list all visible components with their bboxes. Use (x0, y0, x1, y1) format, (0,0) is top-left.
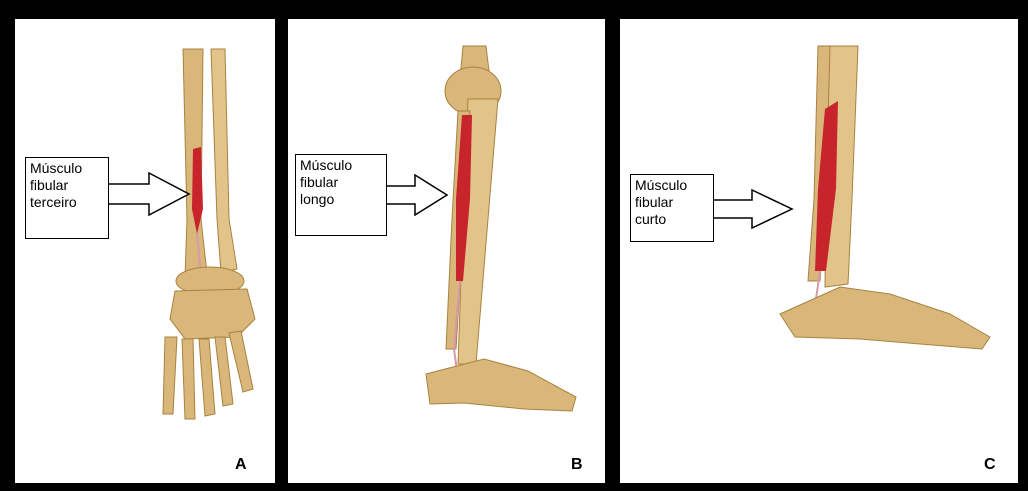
arrow-icon (387, 174, 449, 216)
leg-illustration-lateral (288, 19, 605, 483)
label-line: fibular (30, 177, 104, 194)
leg-illustration-anterior (15, 19, 275, 483)
panel-c: Músculo fibular curto C (620, 19, 1018, 483)
label-line: fibular (635, 194, 709, 211)
label-line: Músculo (635, 177, 709, 194)
label-line: longo (300, 191, 382, 208)
label-box-a: Músculo fibular terceiro (25, 157, 109, 239)
panel-letter: C (984, 456, 996, 474)
arrow-icon (714, 189, 794, 229)
label-line: Músculo (300, 157, 382, 174)
panel-letter: A (235, 456, 247, 474)
label-line: curto (635, 211, 709, 228)
leg-illustration-lateral-ankle (620, 19, 1018, 483)
panel-b: Músculo fibular longo B (288, 19, 605, 483)
label-line: fibular (300, 174, 382, 191)
label-line: Músculo (30, 160, 104, 177)
label-line: terceiro (30, 194, 104, 211)
arrow-icon (109, 172, 191, 216)
label-box-b: Músculo fibular longo (295, 154, 387, 236)
panel-letter: B (571, 456, 583, 474)
panel-a: Músculo fibular terceiro A (15, 19, 275, 483)
label-box-c: Músculo fibular curto (630, 174, 714, 242)
